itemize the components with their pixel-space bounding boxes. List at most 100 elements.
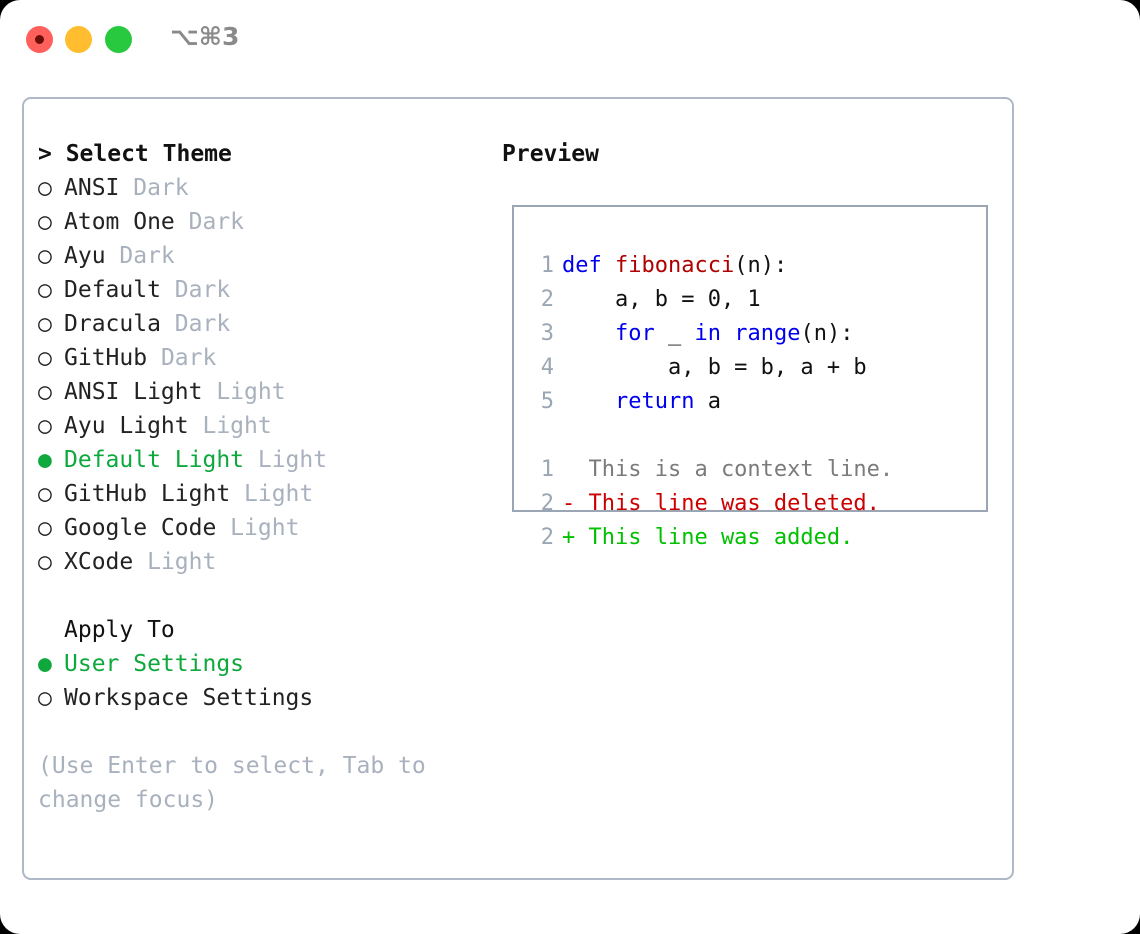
minimize-window-button[interactable] bbox=[65, 26, 92, 53]
theme-name: ANSI Light bbox=[64, 379, 203, 405]
line-number: 2 bbox=[540, 525, 554, 550]
code-line: 1 def fibonacci(n): bbox=[528, 249, 980, 283]
theme-list-item[interactable]: ○XCode Light bbox=[38, 545, 498, 579]
code-token: in bbox=[694, 321, 721, 346]
radio-selected-icon: ● bbox=[38, 651, 52, 677]
theme-name: ANSI bbox=[64, 175, 120, 201]
theme-variant-tag: Light bbox=[133, 549, 217, 575]
radio-unselected-icon: ○ bbox=[38, 413, 52, 439]
code-line: 4 a, b = b, a + b bbox=[528, 351, 980, 385]
theme-list-item[interactable]: ○ Ayu Dark bbox=[38, 239, 498, 273]
maximize-window-button[interactable] bbox=[105, 26, 132, 53]
theme-variant-tag: Dark bbox=[119, 175, 189, 201]
theme-variant-tag: Light bbox=[202, 379, 286, 405]
line-number: 2 bbox=[540, 287, 554, 312]
theme-variant-tag: Light bbox=[230, 481, 314, 507]
line-number: 1 bbox=[540, 457, 554, 482]
radio-unselected-icon: ○ bbox=[38, 379, 52, 405]
theme-variant-tag: Light bbox=[188, 413, 272, 439]
diff-line: 2 - This line was deleted. bbox=[528, 487, 980, 521]
preview-title: Preview bbox=[502, 141, 599, 167]
code-token: - This line was deleted. bbox=[562, 491, 880, 516]
code-line: 3 for _ in range(n): bbox=[528, 317, 980, 351]
code-token: + This line was added. bbox=[562, 525, 854, 550]
theme-name: GitHub Light bbox=[64, 481, 231, 507]
theme-name: Google Code bbox=[64, 515, 217, 541]
code-line: 5 return a bbox=[528, 385, 980, 419]
theme-list-item[interactable]: ○ ANSI Dark bbox=[38, 171, 498, 205]
theme-variant-tag: Light bbox=[216, 515, 300, 541]
theme-variant-tag: Light bbox=[244, 447, 328, 473]
code-token: def bbox=[562, 253, 615, 278]
code-token: range bbox=[734, 321, 801, 346]
theme-name: Ayu Light bbox=[64, 413, 189, 439]
diff-line: 2 + This line was added. bbox=[528, 521, 980, 555]
keyboard-hint-text: (Use Enter to select, Tab to change focu… bbox=[38, 753, 440, 813]
radio-unselected-icon: ○ bbox=[38, 277, 52, 303]
code-token bbox=[721, 321, 734, 346]
theme-name: GitHub bbox=[64, 345, 148, 371]
radio-unselected-icon: ○ bbox=[38, 311, 52, 337]
radio-selected-icon: ● bbox=[38, 447, 52, 473]
theme-list-item[interactable]: ○ ANSI Light Light bbox=[38, 375, 498, 409]
code-token: This is a context line. bbox=[562, 457, 894, 482]
radio-unselected-icon: ○ bbox=[38, 685, 52, 711]
theme-list-item[interactable]: ○ Default Dark bbox=[38, 273, 498, 307]
line-number: 5 bbox=[540, 389, 554, 414]
code-token: a bbox=[694, 389, 721, 414]
theme-name: Ayu bbox=[64, 243, 106, 269]
theme-name: Dracula bbox=[64, 311, 161, 337]
theme-list-item[interactable]: ○GitHub Dark bbox=[38, 341, 498, 375]
code-spacer bbox=[528, 419, 980, 453]
apply-to-option-label: Workspace Settings bbox=[64, 685, 314, 711]
theme-variant-tag: Dark bbox=[160, 277, 231, 303]
apply-to-option-label: User Settings bbox=[64, 651, 245, 677]
theme-variant-tag: Dark bbox=[147, 345, 217, 371]
code-token: return bbox=[614, 389, 695, 414]
apply-to-option[interactable]: ● User Settings bbox=[38, 647, 498, 681]
theme-list-item[interactable]: ● Default Light Light bbox=[38, 443, 498, 477]
keyboard-shortcut-label: ⌥⌘3 bbox=[170, 22, 240, 51]
radio-unselected-icon: ○ bbox=[38, 549, 52, 575]
line-number: 2 bbox=[540, 491, 554, 516]
code-token: (n): bbox=[800, 321, 854, 346]
code-line: 2 a, b = 0, 1 bbox=[528, 283, 980, 317]
dialog-card: > Select Theme ○ANSI Dark○Atom One Dark○… bbox=[22, 97, 1014, 880]
radio-unselected-icon: ○ bbox=[38, 481, 52, 507]
code-token: _ bbox=[654, 321, 695, 346]
diff-line: 1 This is a context line. bbox=[528, 453, 980, 487]
apply-to-option[interactable]: ○ Workspace Settings bbox=[38, 681, 498, 715]
line-number: 1 bbox=[540, 253, 554, 278]
theme-name: Default Light bbox=[64, 447, 245, 473]
radio-unselected-icon: ○ bbox=[38, 243, 52, 269]
theme-list-item[interactable]: ○Atom One Dark bbox=[38, 205, 498, 239]
line-number: 3 bbox=[540, 321, 554, 346]
radio-unselected-icon: ○ bbox=[38, 175, 52, 201]
title-bar: ⌥⌘3 bbox=[0, 0, 1140, 76]
theme-list-item[interactable]: ○ Ayu Light Light bbox=[38, 409, 498, 443]
code-token bbox=[562, 321, 615, 346]
code-token: a, b = 0, 1 bbox=[562, 287, 761, 312]
close-window-button[interactable] bbox=[26, 26, 53, 53]
theme-list-item[interactable]: ○ Dracula Dark bbox=[38, 307, 498, 341]
theme-variant-tag: Dark bbox=[160, 311, 231, 337]
theme-list[interactable]: ○ANSI Dark○Atom One Dark○Ayu Dark○Defaul… bbox=[38, 171, 498, 579]
theme-selector-pane: > Select Theme ○ANSI Dark○Atom One Dark○… bbox=[38, 137, 498, 817]
radio-unselected-icon: ○ bbox=[38, 209, 52, 235]
theme-name: Default bbox=[64, 277, 161, 303]
theme-list-item[interactable]: ○ Google Code Light bbox=[38, 511, 498, 545]
code-token bbox=[562, 389, 615, 414]
code-token: fibonacci bbox=[614, 253, 735, 278]
apply-to-list[interactable]: ● User Settings ○ Workspace Settings bbox=[38, 647, 498, 715]
theme-variant-tag: Dark bbox=[105, 243, 175, 269]
apply-to-section: Apply To ● User Settings ○ Workspace Settin… bbox=[38, 613, 498, 715]
code-token: (n): bbox=[734, 253, 788, 278]
radio-unselected-icon: ○ bbox=[38, 515, 52, 541]
apply-to-label: Apply To bbox=[64, 617, 175, 643]
code-token: for bbox=[614, 321, 655, 346]
theme-list-item[interactable]: ○ GitHub Light Light bbox=[38, 477, 498, 511]
